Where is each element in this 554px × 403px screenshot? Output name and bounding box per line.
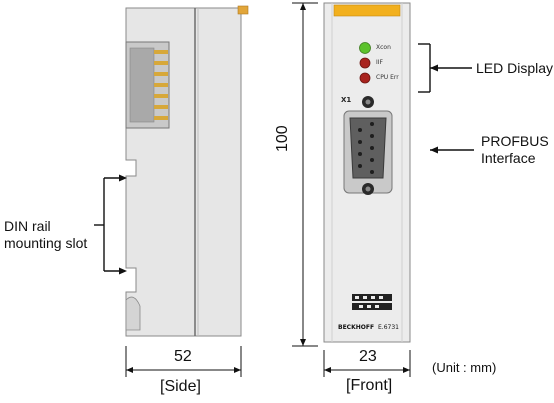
front-view	[323, 2, 411, 343]
bus-logo	[352, 294, 392, 310]
height-dimension	[292, 2, 318, 347]
led-label-cpu-err: CPU Err	[376, 74, 399, 81]
model-label: E.6731	[378, 324, 399, 331]
brand-label: BECKHOFF	[338, 324, 375, 331]
side-connector-pins	[154, 50, 168, 120]
din-rail-callout-line2: mounting slot	[4, 235, 88, 251]
led-cpu-err	[359, 72, 371, 84]
led-label-iif: IIF	[376, 59, 383, 66]
front-width-value: 23	[359, 348, 377, 365]
side-width-value: 52	[174, 348, 192, 365]
front-yellow-strip	[333, 4, 401, 17]
front-caption: [Front]	[346, 377, 393, 394]
connector-label: X1	[341, 96, 352, 104]
side-caption: [Side]	[160, 378, 201, 395]
profibus-callout-line2: Interface	[481, 150, 536, 166]
led-label-xcon: Xcon	[376, 44, 391, 51]
height-value: 100	[274, 125, 291, 152]
profibus-callout-line1: PROFBUS	[481, 133, 549, 149]
led-display-callout: LED Display	[476, 60, 554, 76]
din-rail-bracket	[94, 174, 127, 275]
led-xcon	[359, 42, 371, 54]
side-view	[125, 5, 249, 337]
din-rail-callout-line1: DIN rail	[4, 218, 51, 234]
front-width-dimension	[323, 350, 411, 377]
side-tab	[237, 5, 249, 15]
din-rail-callout: DIN rail mounting slot	[4, 218, 87, 252]
profibus-arrow	[430, 146, 474, 154]
dsub-pins	[358, 122, 374, 174]
led-iif	[359, 57, 371, 69]
unit-caption: (Unit : mm)	[432, 360, 497, 375]
led-display-bracket	[418, 43, 472, 93]
profibus-callout: PROFBUS Interface	[481, 133, 549, 167]
side-width-dimension	[125, 346, 242, 377]
